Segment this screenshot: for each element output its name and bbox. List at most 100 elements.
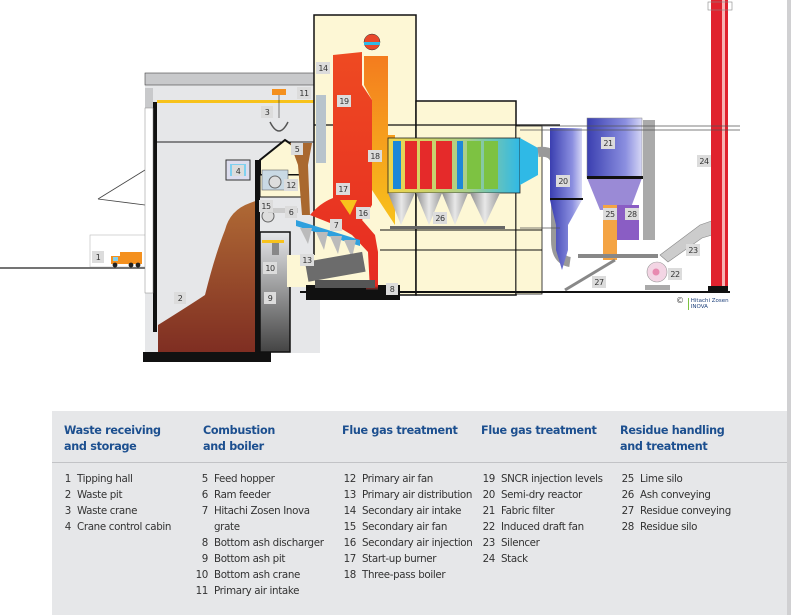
callout-4: 4 — [232, 165, 244, 176]
callout-13: 13 — [300, 254, 314, 266]
callout-24: 24 — [697, 155, 711, 167]
svg-text:14: 14 — [318, 64, 328, 73]
air-intake-duct — [316, 95, 326, 163]
plant-cross-section-diagram: 1 2 3 4 5 6 7 8 9 10 11 12 13 14 15 16 1… — [0, 0, 740, 362]
svg-text:22: 22 — [670, 270, 680, 279]
svg-text:21: 21 — [603, 139, 613, 148]
callout-22: 22 — [668, 268, 682, 280]
waste-crane — [269, 89, 289, 132]
svg-text:2: 2 — [178, 294, 183, 303]
callout-26: 26 — [433, 212, 447, 224]
induced-draft-fan — [645, 261, 670, 290]
grate — [296, 220, 375, 288]
svg-text:26: 26 — [435, 214, 445, 223]
callout-16: 16 — [356, 207, 370, 219]
svg-text:17: 17 — [338, 185, 348, 194]
callout-7: 7 — [330, 219, 342, 231]
svg-text:11: 11 — [299, 89, 309, 98]
callout-10: 10 — [263, 262, 277, 274]
feed-hopper — [290, 143, 312, 215]
callout-25: 25 — [603, 208, 617, 220]
svg-text:24: 24 — [699, 157, 709, 166]
svg-text:18: 18 — [370, 152, 380, 161]
callout-11: 11 — [297, 87, 311, 99]
garbage-truck-icon — [111, 252, 142, 268]
second-pass — [364, 56, 395, 225]
svg-text:12: 12 — [286, 181, 296, 190]
callout-18: 18 — [368, 150, 382, 162]
svg-text:3: 3 — [265, 108, 270, 117]
callout-12: 12 — [284, 179, 298, 191]
callout-labels: 1 2 3 4 5 6 7 8 9 10 11 12 13 14 15 16 1… — [92, 62, 711, 304]
convection-pass — [387, 137, 538, 194]
copyright-notice: © Hitachi Zosen INOVA — [676, 297, 729, 310]
callout-17: 17 — [336, 183, 350, 195]
svg-text:13: 13 — [302, 256, 312, 265]
svg-text:9: 9 — [268, 294, 273, 303]
callout-5: 5 — [291, 143, 303, 155]
callout-9: 9 — [264, 292, 276, 304]
ash-hoppers — [388, 193, 505, 229]
callout-28: 28 — [625, 208, 639, 220]
callout-19: 19 — [337, 95, 351, 107]
legend-column-title: Flue gas treatment — [481, 424, 597, 437]
waste-bunker-building — [143, 72, 320, 362]
callout-15: 15 — [259, 200, 273, 212]
svg-text:15: 15 — [261, 202, 271, 211]
svg-text:4: 4 — [236, 167, 241, 176]
svg-text:16: 16 — [358, 209, 368, 218]
waste-pile — [158, 200, 258, 352]
svg-text:23: 23 — [688, 246, 698, 255]
copyright-line2: INOVA — [690, 304, 708, 310]
svg-text:25: 25 — [605, 210, 615, 219]
callout-1: 1 — [92, 251, 104, 263]
svg-text:19: 19 — [339, 97, 349, 106]
callout-2: 2 — [174, 292, 186, 304]
legend-item-continuation: grate — [214, 521, 240, 533]
svg-text:7: 7 — [334, 221, 339, 230]
platforms — [520, 125, 740, 229]
stack — [707, 0, 733, 292]
callout-3: 3 — [261, 106, 273, 118]
svg-text:5: 5 — [295, 145, 300, 154]
callout-23: 23 — [686, 244, 700, 256]
fabric-filter — [586, 117, 655, 240]
svg-text:20: 20 — [558, 177, 568, 186]
callout-20: 20 — [556, 175, 570, 187]
svg-text:27: 27 — [594, 278, 604, 287]
callout-21: 21 — [601, 137, 615, 149]
svg-text:28: 28 — [627, 210, 637, 219]
callout-27: 27 — [592, 276, 606, 288]
semi-dry-reactor — [550, 128, 583, 270]
